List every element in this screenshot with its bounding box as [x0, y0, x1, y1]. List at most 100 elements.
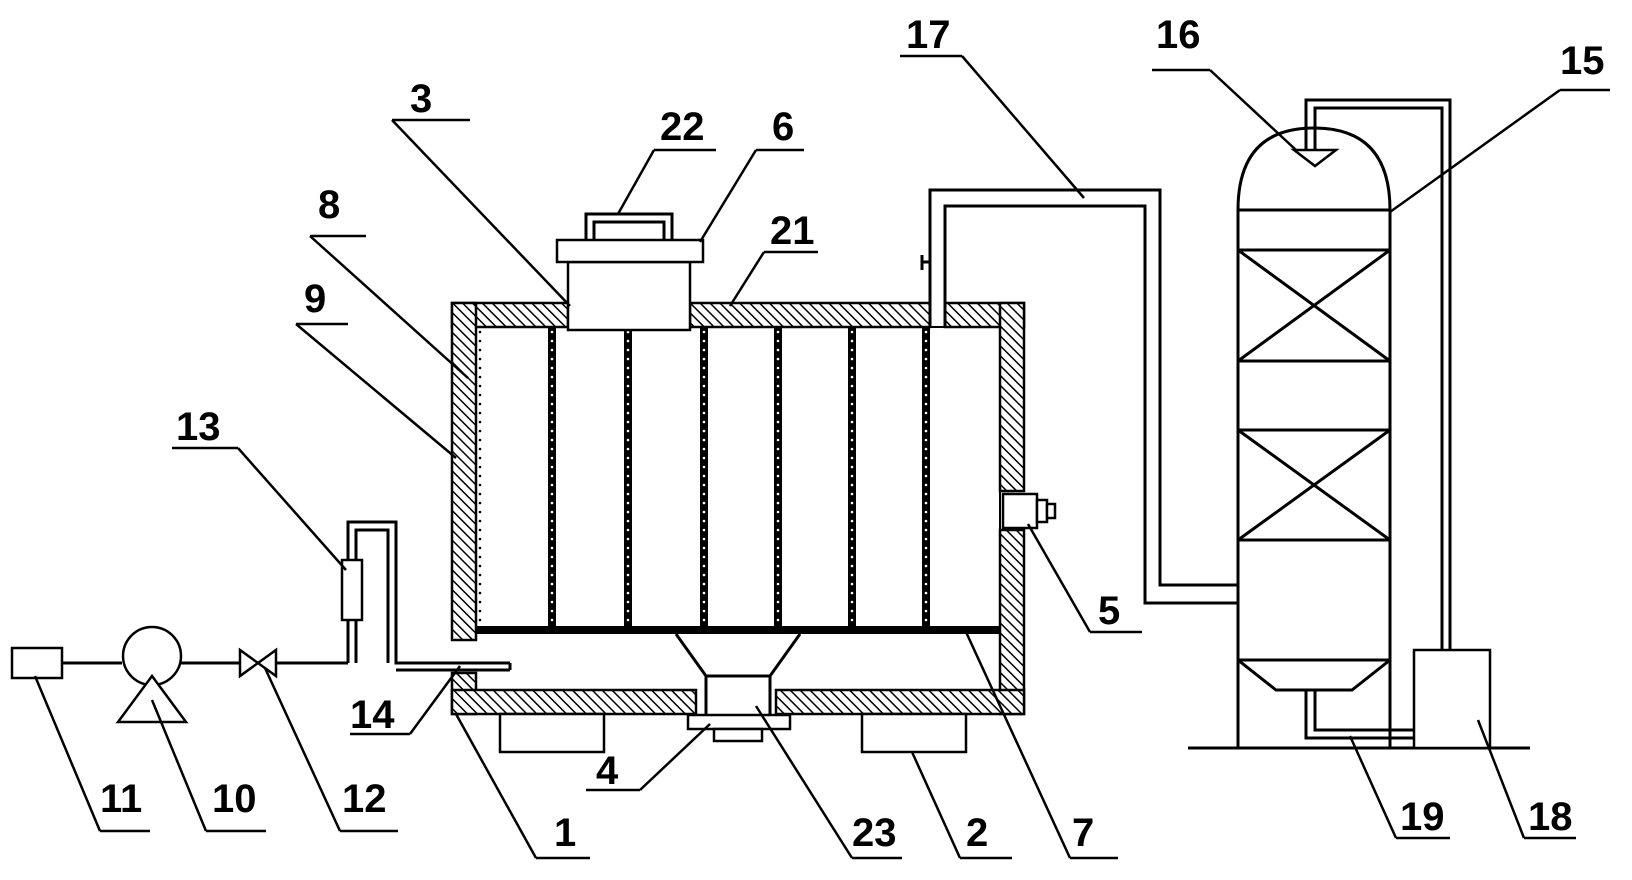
divider-perforation	[550, 330, 554, 334]
divider-perforation	[550, 348, 554, 352]
label-12: 12	[342, 777, 387, 821]
liner-perforation	[478, 501, 482, 505]
divider-perforation	[702, 447, 706, 451]
divider-perforation	[626, 366, 630, 370]
divider-perforation	[702, 393, 706, 397]
divider-perforation	[776, 591, 780, 595]
divider-perforation	[626, 582, 630, 586]
label-22: 22	[660, 105, 705, 149]
liner-perforation	[478, 546, 482, 550]
reactor-box	[450, 301, 1026, 716]
liner-perforation	[478, 483, 482, 487]
divider-perforation	[776, 384, 780, 388]
divider-perforation	[702, 519, 706, 523]
divider-perforation	[550, 546, 554, 550]
discharge-funnel	[674, 633, 802, 743]
divider-perforation	[702, 366, 706, 370]
divider-perforation	[550, 510, 554, 514]
divider-perforation	[626, 411, 630, 415]
divider-perforation	[924, 420, 928, 424]
divider-perforation	[924, 483, 928, 487]
liner-perforation	[478, 429, 482, 433]
divider-perforation	[924, 384, 928, 388]
divider-perforation	[850, 429, 854, 433]
divider-perforation	[702, 330, 706, 334]
divider-perforation	[850, 393, 854, 397]
divider-perforation	[626, 465, 630, 469]
divider-perforation	[924, 474, 928, 478]
label-16: 16	[1156, 13, 1201, 57]
liner-perforation	[478, 393, 482, 397]
divider-perforation	[776, 438, 780, 442]
divider-perforation	[850, 357, 854, 361]
divider-perforation	[776, 501, 780, 505]
divider-perforation	[550, 393, 554, 397]
divider-perforation	[626, 564, 630, 568]
divider-perforation	[626, 402, 630, 406]
liner-perforation	[478, 456, 482, 460]
divider-perforation	[924, 618, 928, 622]
divider-perforation	[702, 465, 706, 469]
divider-perforation	[776, 537, 780, 541]
liner-perforation	[478, 555, 482, 559]
label-18: 18	[1528, 795, 1573, 839]
divider-perforation	[924, 366, 928, 370]
divider-perforation	[776, 330, 780, 334]
divider-perforation	[850, 465, 854, 469]
divider-perforation	[550, 564, 554, 568]
label-14: 14	[350, 693, 395, 737]
label-17: 17	[906, 13, 951, 57]
divider-perforation	[550, 384, 554, 388]
liner-perforation	[478, 618, 482, 622]
label-8: 8	[318, 183, 340, 227]
divider-perforation	[850, 375, 854, 379]
divider-perforation	[924, 582, 928, 586]
divider-perforation	[626, 483, 630, 487]
divider-perforation	[702, 456, 706, 460]
divider-perforation	[550, 582, 554, 586]
divider-perforation	[626, 375, 630, 379]
divider-perforation	[702, 492, 706, 496]
divider-perforation	[850, 573, 854, 577]
divider-perforation	[924, 438, 928, 442]
divider-perforation	[924, 393, 928, 397]
liner-perforation	[478, 402, 482, 406]
divider-perforation	[776, 483, 780, 487]
divider-perforation	[702, 510, 706, 514]
divider-perforation	[776, 402, 780, 406]
divider-perforation	[702, 357, 706, 361]
divider-perforation	[850, 366, 854, 370]
divider-perforation	[626, 600, 630, 604]
divider-perforation	[776, 339, 780, 343]
divider-perforation	[776, 528, 780, 532]
divider-perforation	[924, 411, 928, 415]
divider-perforation	[924, 447, 928, 451]
divider-perforation	[550, 411, 554, 415]
divider-perforation	[702, 618, 706, 622]
divider-perforation	[776, 546, 780, 550]
sensor-5	[1001, 492, 1057, 530]
divider-perforation	[850, 348, 854, 352]
divider-perforation	[626, 546, 630, 550]
divider-perforation	[924, 501, 928, 505]
divider-perforation	[924, 456, 928, 460]
divider-perforation	[850, 483, 854, 487]
divider-perforation	[850, 618, 854, 622]
divider-perforation	[626, 348, 630, 352]
liner-perforation	[478, 564, 482, 568]
divider-perforation	[702, 537, 706, 541]
liner-perforation	[478, 420, 482, 424]
divider-perforation	[550, 447, 554, 451]
liner-perforation	[478, 609, 482, 613]
divider-perforation	[702, 600, 706, 604]
liner-perforation	[478, 528, 482, 532]
divider-perforation	[850, 546, 854, 550]
divider-perforation	[626, 447, 630, 451]
divider-perforation	[550, 420, 554, 424]
divider-perforation	[550, 600, 554, 604]
divider-perforation	[776, 555, 780, 559]
divider-perforation	[702, 348, 706, 352]
divider-perforation	[776, 456, 780, 460]
divider-perforation	[702, 555, 706, 559]
liner-perforation	[478, 492, 482, 496]
